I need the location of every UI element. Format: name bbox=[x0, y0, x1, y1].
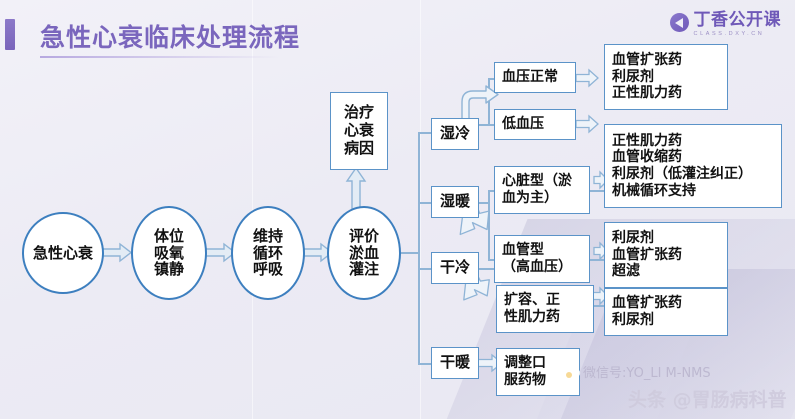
node-position-oxygen-sedation[interactable]: 体位 吸氧 镇静 bbox=[131, 206, 207, 300]
node-line: 镇静 bbox=[153, 260, 184, 279]
treatment-vascular[interactable]: 利尿剂 血管扩张药 超滤 bbox=[604, 222, 728, 288]
box-line: 治疗 bbox=[343, 103, 374, 122]
treatment-dry-cold[interactable]: 血管扩张药 利尿剂 bbox=[604, 288, 728, 336]
arrow-evaluate-to-etiology bbox=[345, 166, 367, 211]
treatment-low-bp[interactable]: 正性肌力药 血管收缩药 利尿剂（低灌注纠正） 机械循环支持 bbox=[604, 124, 782, 208]
branch-label: 湿暖 bbox=[439, 192, 470, 211]
connector-line bbox=[478, 124, 490, 126]
connector-line bbox=[488, 124, 498, 126]
branch-label: 干冷 bbox=[439, 258, 470, 277]
subtype-low-blood-pressure[interactable]: 低血压 bbox=[494, 109, 576, 140]
connector-line bbox=[478, 268, 498, 270]
connector-line bbox=[488, 259, 498, 261]
connector-line bbox=[418, 363, 432, 365]
play-circle-icon bbox=[669, 13, 689, 32]
watermark-toutiao: 头条 @胃肠病科普 bbox=[628, 389, 787, 411]
subtype-line: （高血压） bbox=[502, 259, 572, 275]
treatment-line: 血管扩张药 bbox=[612, 246, 682, 263]
treatment-normal-bp[interactable]: 血管扩张药 利尿剂 正性肌力药 bbox=[604, 44, 728, 110]
node-acute-heart-failure[interactable]: 急性心衰 bbox=[22, 212, 104, 294]
arrow-lowbp-to-treatment bbox=[575, 114, 599, 134]
arrow-position-to-circulation bbox=[204, 242, 237, 263]
title-underline bbox=[40, 56, 280, 58]
subtype-line: 血压正常 bbox=[502, 69, 558, 86]
connector-line bbox=[488, 190, 498, 192]
treatment-line: 血管收缩药 bbox=[612, 149, 682, 166]
arrow-normalbp-to-treatment bbox=[575, 68, 599, 88]
subtype-dry-cold-treatment[interactable]: 扩容、正 性肌力药 bbox=[496, 285, 594, 333]
treatment-line: 机械循环支持 bbox=[612, 182, 696, 199]
subtype-line: 调整口 bbox=[504, 355, 546, 372]
node-line: 体位 bbox=[153, 226, 184, 245]
treatment-line: 正性肌力药 bbox=[612, 132, 682, 149]
node-line: 淤血 bbox=[348, 243, 379, 262]
treatment-line: 血管扩张药 bbox=[612, 295, 682, 312]
node-line: 灌注 bbox=[348, 260, 379, 279]
subtype-vascular-type[interactable]: 血管型 （高血压） bbox=[494, 235, 590, 283]
subtype-line: 血管型 bbox=[502, 242, 544, 259]
branch-label: 湿冷 bbox=[439, 124, 470, 143]
arrow-circulation-to-evaluate bbox=[303, 242, 334, 263]
subtype-line: 扩容、正 bbox=[504, 292, 560, 309]
watermark-wechat: 微信号:YO_LI M-NMS bbox=[583, 366, 711, 381]
flower-decoration-icon bbox=[557, 363, 581, 386]
treatment-line: 血管扩张药 bbox=[612, 52, 682, 69]
connector-line bbox=[488, 190, 490, 260]
node-line: 评价 bbox=[348, 226, 379, 245]
node-line: 呼吸 bbox=[252, 260, 283, 279]
branch-wet-cold[interactable]: 湿冷 bbox=[431, 118, 479, 150]
connector-line bbox=[478, 202, 490, 204]
branch-dry-warm[interactable]: 干暖 bbox=[431, 347, 479, 379]
subtype-line: 性肌力药 bbox=[504, 309, 560, 325]
node-maintain-circulation-respiration[interactable]: 维持 循环 呼吸 bbox=[231, 206, 305, 300]
treatment-line: 超滤 bbox=[612, 263, 640, 280]
node-line: 维持 bbox=[252, 226, 283, 245]
connector-line bbox=[418, 268, 432, 270]
node-line: 吸氧 bbox=[153, 243, 184, 262]
box-line: 心衰 bbox=[343, 121, 374, 140]
box-treat-etiology[interactable]: 治疗 心衰 病因 bbox=[330, 92, 388, 170]
subtype-line: 心脏型（淤 bbox=[502, 173, 572, 190]
node-line: 急性心衰 bbox=[32, 243, 93, 262]
connector-line bbox=[590, 190, 604, 192]
connector-line bbox=[418, 132, 420, 364]
connector-line bbox=[590, 259, 604, 261]
connector-line bbox=[385, 252, 420, 254]
branch-dry-cold[interactable]: 干冷 bbox=[431, 252, 479, 284]
page-title: 急性心衰临床处理流程 bbox=[40, 23, 301, 52]
subtype-normal-blood-pressure[interactable]: 血压正常 bbox=[494, 62, 576, 93]
branch-wet-warm[interactable]: 湿暖 bbox=[431, 186, 479, 218]
treatment-line: 利尿剂（低灌注纠正） bbox=[612, 166, 752, 182]
background-guide-line bbox=[420, 0, 421, 419]
subtype-line: 低血压 bbox=[502, 116, 544, 133]
treatment-line: 利尿剂 bbox=[612, 68, 654, 85]
connector-line bbox=[488, 78, 498, 80]
title-accent-bar bbox=[5, 19, 15, 50]
connector-line bbox=[418, 202, 432, 204]
arrow-acute-to-position bbox=[100, 242, 133, 263]
subtype-line: 服药物 bbox=[504, 372, 546, 388]
brand-url: CLASS.DXY.CN bbox=[693, 31, 765, 37]
box-line: 病因 bbox=[343, 138, 374, 157]
subtype-line: 血为主） bbox=[502, 190, 558, 206]
brand-name: 丁香公开课 bbox=[693, 10, 781, 30]
connector-line bbox=[418, 132, 432, 134]
treatment-line: 利尿剂 bbox=[612, 312, 654, 328]
brand-logo: 丁香公开课 CLASS.DXY.CN bbox=[669, 10, 782, 38]
arrow-wetcold-curve bbox=[460, 85, 500, 121]
node-evaluate-congestion-perfusion[interactable]: 评价 淤血 灌注 bbox=[327, 206, 401, 300]
branch-label: 干暖 bbox=[439, 353, 470, 372]
subtype-cardiac-type[interactable]: 心脏型（淤 血为主） bbox=[494, 166, 590, 214]
connector-line bbox=[488, 78, 490, 126]
treatment-line: 利尿剂 bbox=[612, 230, 654, 247]
connector-line bbox=[594, 305, 606, 307]
treatment-line: 正性肌力药 bbox=[612, 85, 682, 102]
node-line: 循环 bbox=[252, 243, 283, 262]
